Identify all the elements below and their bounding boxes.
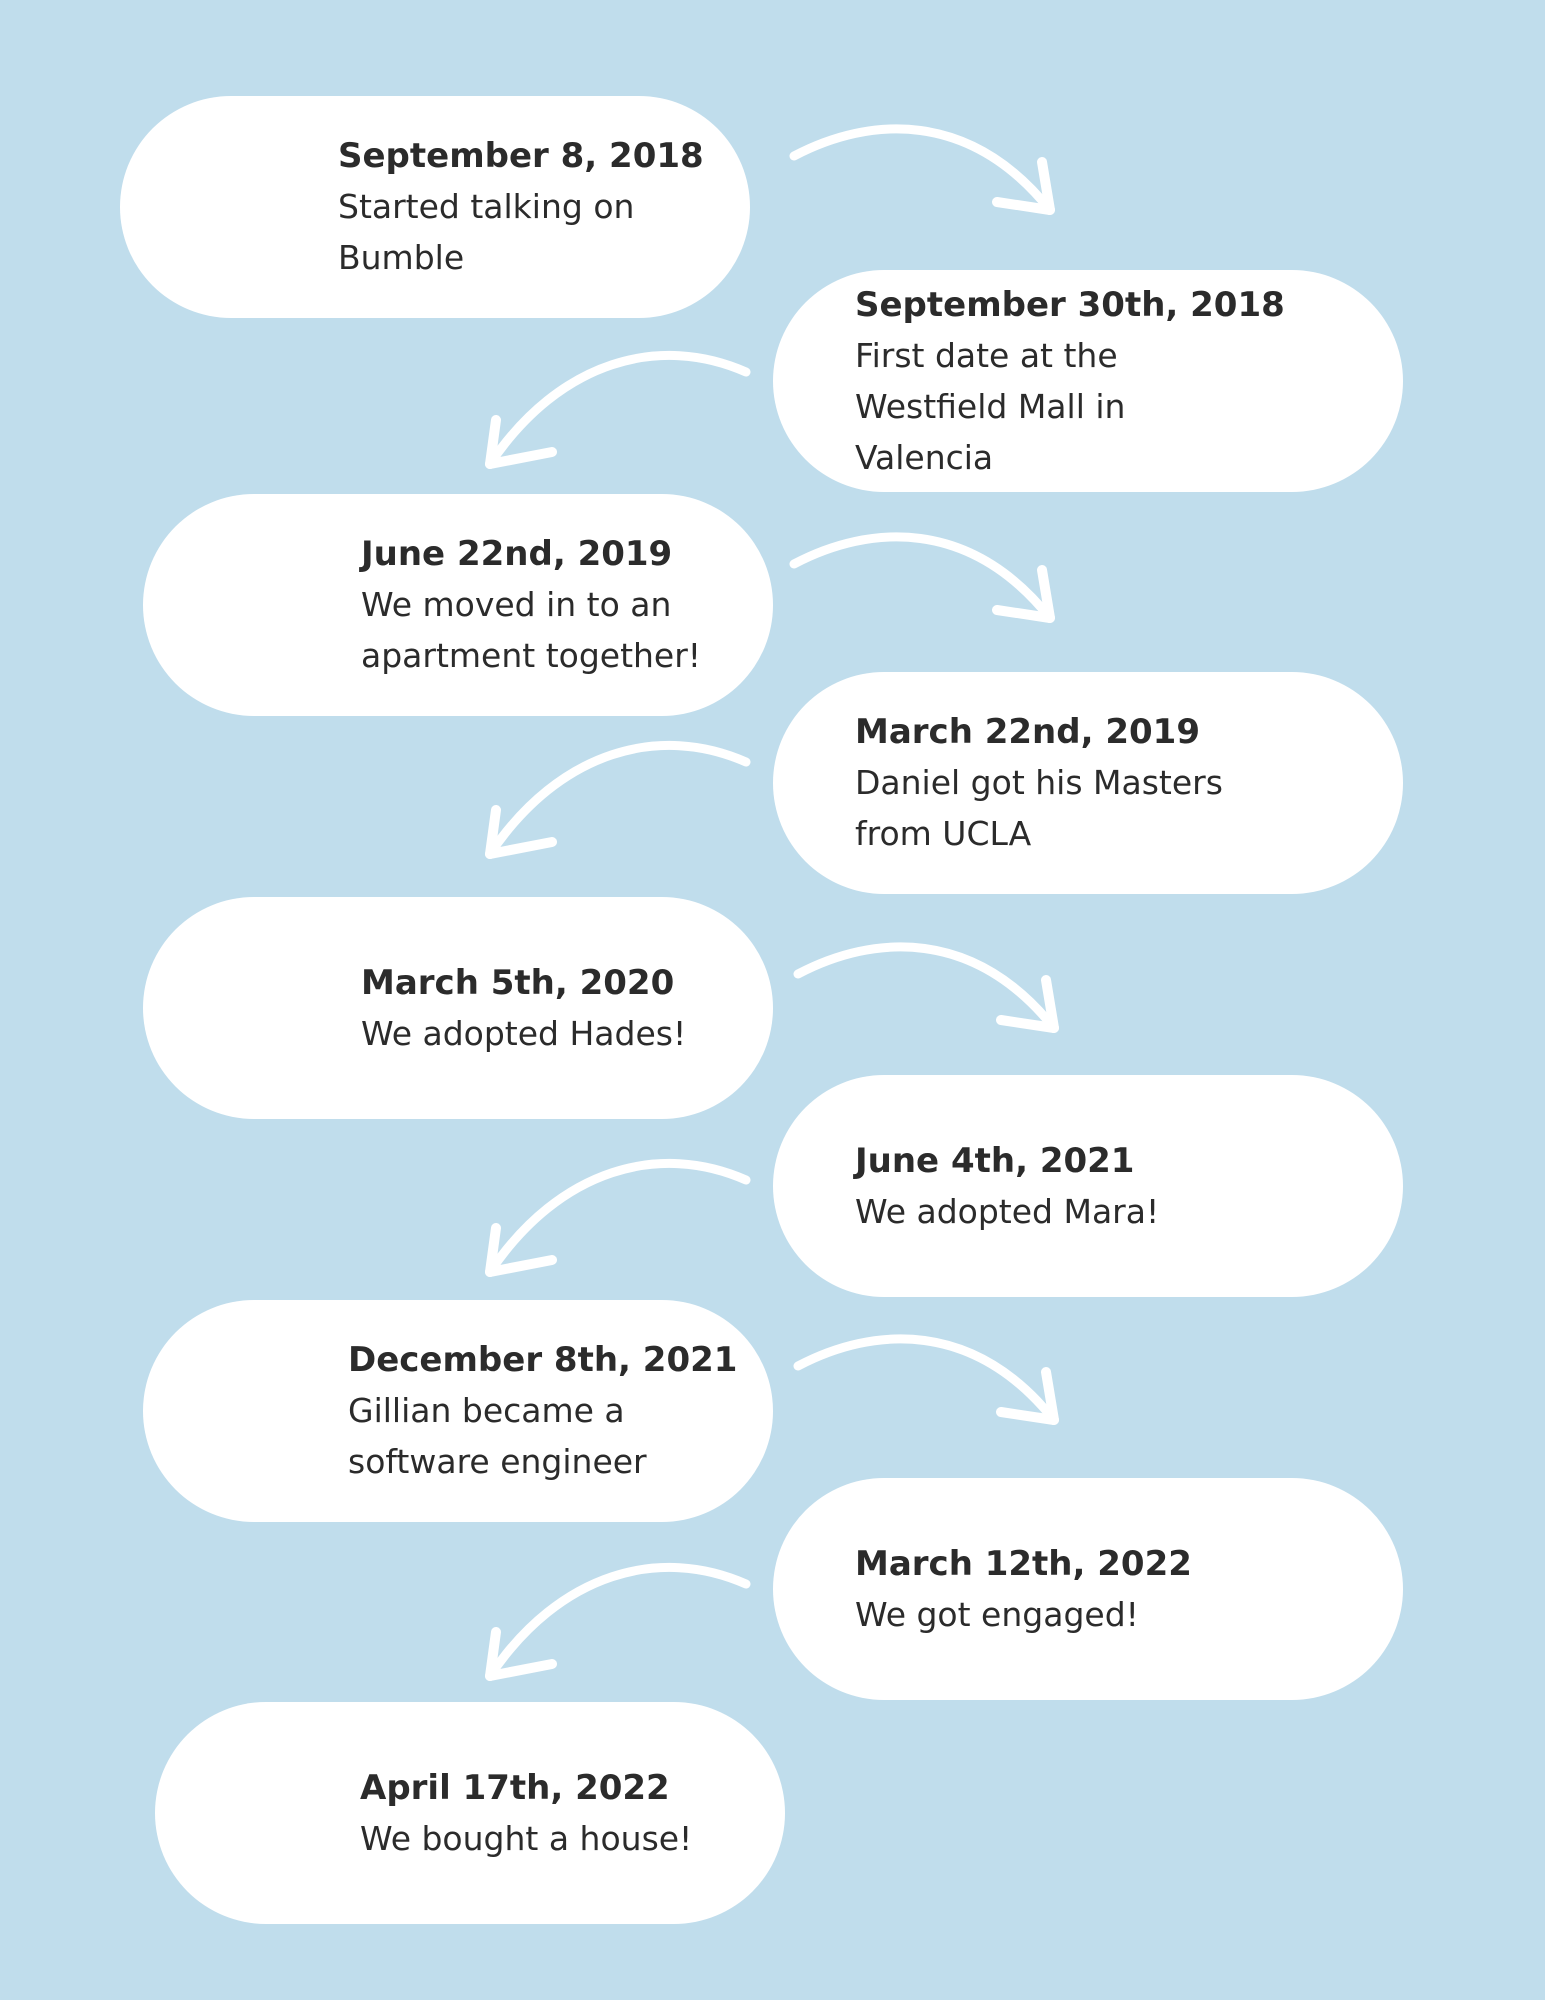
curved-arrow-left-icon (485, 350, 751, 469)
event-date: March 22nd, 2019 (855, 712, 1200, 752)
curved-arrow-left-icon (485, 1562, 751, 1681)
event-date: June 4th, 2021 (855, 1140, 1135, 1181)
timeline-card-9: April 17th, 2022 We bought a house! (155, 1702, 785, 1924)
event-date: March 12th, 2022 (855, 1543, 1192, 1584)
event-date: June 22nd, 2019 (361, 534, 673, 574)
event-description: Gillian became a software engineer (348, 1391, 647, 1481)
event-description: We adopted Mara! (855, 1191, 1160, 1231)
timeline-card-3: June 22nd, 2019 We moved in to an apartm… (143, 494, 773, 716)
curved-arrow-right-icon (793, 1334, 1059, 1425)
timeline-card-1: September 8, 2018 Started talking on Bum… (120, 96, 750, 318)
curved-arrow-right-icon (793, 942, 1059, 1033)
event-description: We bought a house! (360, 1818, 693, 1858)
event-date: December 8th, 2021 (348, 1340, 738, 1380)
timeline-card-7: December 8th, 2021 Gillian became a soft… (143, 1300, 773, 1522)
timeline-card-4: March 22nd, 2019 Daniel got his Masters … (773, 672, 1403, 894)
event-description: We adopted Hades! (361, 1013, 687, 1053)
timeline-card-5: March 5th, 2020 We adopted Hades! (143, 897, 773, 1119)
curved-arrow-left-icon (485, 740, 751, 859)
curved-arrow-left-icon (485, 1158, 751, 1277)
timeline-card-2: September 30th, 2018 First date at the W… (773, 270, 1403, 492)
event-description: Daniel got his Masters from UCLA (855, 763, 1223, 853)
event-date: April 17th, 2022 (360, 1767, 670, 1808)
event-date: March 5th, 2020 (361, 962, 675, 1003)
timeline-card-6: June 4th, 2021 We adopted Mara! (773, 1075, 1403, 1297)
curved-arrow-right-icon (789, 124, 1055, 215)
curved-arrow-right-icon (789, 532, 1055, 623)
event-description: Started talking on Bumble (338, 187, 635, 277)
event-description: We moved in to an apartment together! (361, 585, 702, 675)
timeline-card-8: March 12th, 2022 We got engaged! (773, 1478, 1403, 1700)
event-date: September 30th, 2018 (855, 284, 1285, 325)
event-description: First date at the Westfield Mall in Vale… (855, 335, 1126, 477)
event-description: We got engaged! (855, 1594, 1139, 1634)
event-date: September 8, 2018 (338, 136, 704, 176)
